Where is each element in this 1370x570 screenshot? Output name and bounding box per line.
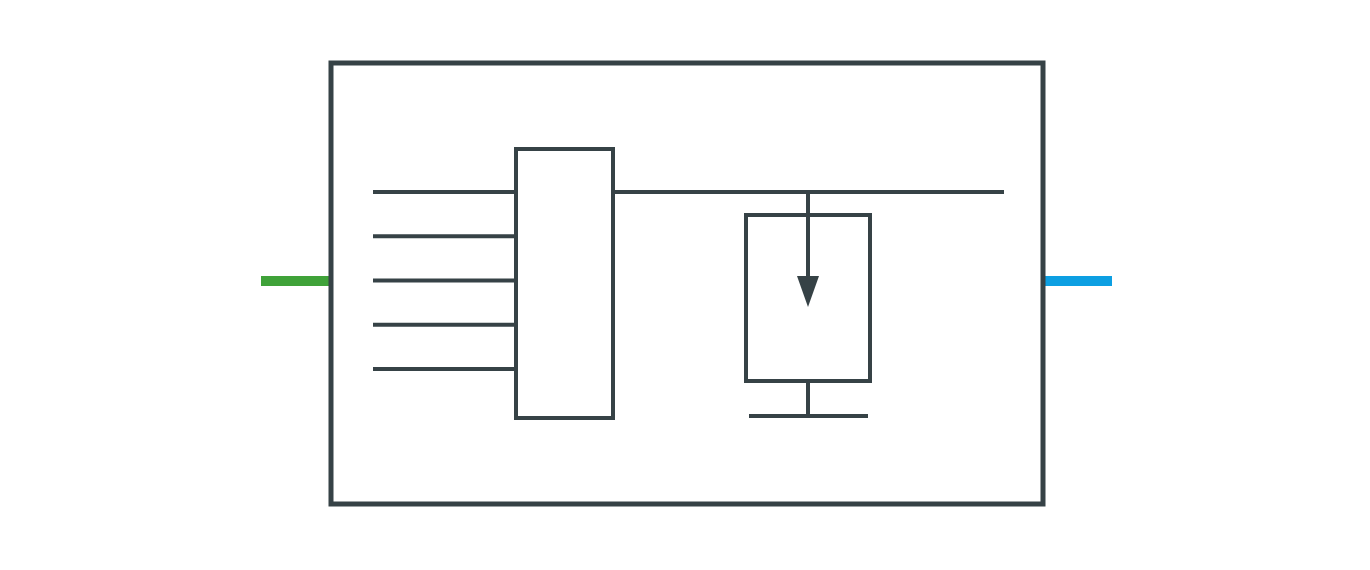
input-lines bbox=[373, 190, 516, 371]
down-arrow-icon bbox=[797, 276, 819, 307]
outer-enclosure bbox=[328, 60, 1046, 507]
multiplexer-block bbox=[514, 147, 615, 420]
